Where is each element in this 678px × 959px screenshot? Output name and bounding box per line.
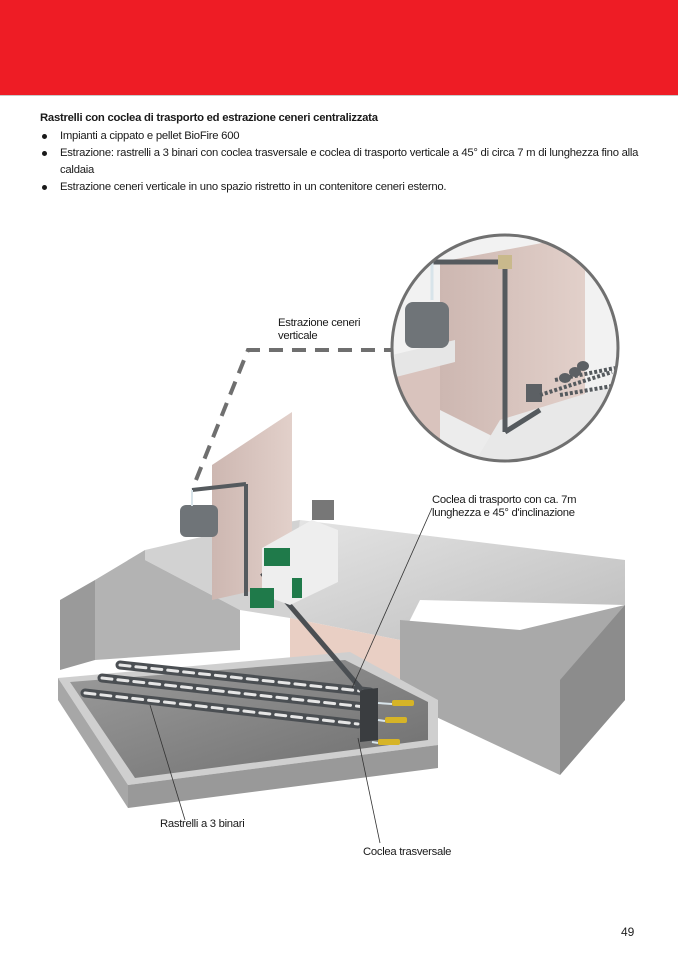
header-red-band	[0, 0, 678, 96]
leader-line-cross-auger	[357, 737, 381, 844]
callout-text: Coclea di trasporto con ca. 7m	[432, 494, 577, 506]
callout-ash-extraction: Estrazione ceneri verticale	[278, 317, 360, 343]
callout-cross-auger: Coclea trasversale	[363, 846, 451, 859]
callout-text: Estrazione ceneri	[278, 317, 361, 329]
leader-line-auger	[351, 507, 433, 689]
feature-list: Impianti a cippato e pellet BioFire 600 …	[40, 128, 650, 196]
boiler	[250, 500, 338, 608]
callout-text: lunghezza e 45° d'inclinazione	[432, 507, 575, 519]
ash-extraction-main	[180, 482, 248, 596]
feature-text: Impianti a cippato e pellet BioFire 600	[60, 130, 240, 142]
dashed-connector-line	[194, 348, 392, 481]
section-heading: Rastrelli con coclea di trasporto ed est…	[40, 112, 378, 124]
ash-container-detail	[405, 302, 449, 348]
callout-transport-auger: Coclea di trasporto con ca. 7m lunghezza…	[432, 494, 577, 520]
push-floor-rails	[80, 660, 375, 729]
bullet-icon	[42, 151, 47, 156]
hydraulic-cylinders	[371, 700, 414, 745]
description-block: Rastrelli con coclea di trasporto ed est…	[40, 110, 650, 196]
feature-list-item: Estrazione ceneri verticale in uno spazi…	[40, 179, 650, 196]
feature-text: Estrazione ceneri verticale in uno spazi…	[60, 181, 447, 193]
callout-text: verticale	[278, 330, 318, 342]
feature-text: Estrazione: rastrelli a 3 binari con coc…	[60, 147, 639, 176]
system-illustration	[58, 233, 625, 844]
callout-text: Rastrelli a 3 binari	[160, 818, 245, 830]
feature-list-item: Estrazione: rastrelli a 3 binari con coc…	[40, 145, 650, 179]
leader-line-rails	[149, 704, 186, 821]
callout-push-floor: Rastrelli a 3 binari	[160, 818, 245, 831]
feature-list-item: Impianti a cippato e pellet BioFire 600	[40, 128, 650, 145]
page-number: 49	[621, 925, 635, 939]
bullet-icon	[42, 134, 47, 139]
callout-text: Coclea trasversale	[363, 846, 452, 858]
detail-zoom-circle	[390, 233, 620, 463]
cross-auger-trough	[360, 688, 378, 742]
bullet-icon	[42, 185, 47, 190]
